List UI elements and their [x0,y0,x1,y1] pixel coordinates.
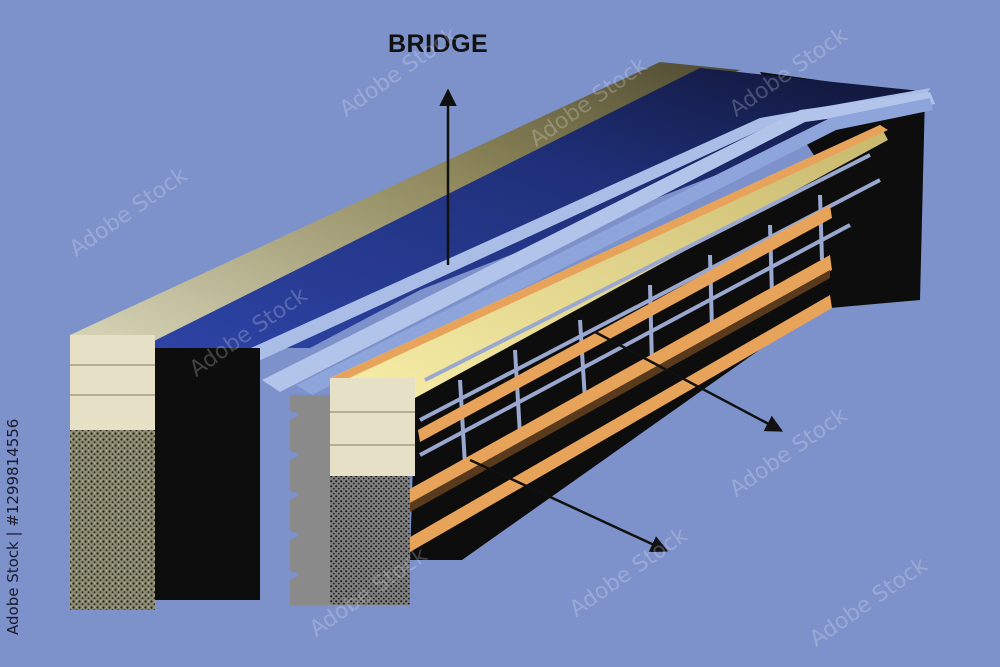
beam [405,295,832,552]
beam-shadow [408,270,830,512]
arrow-right-lower [469,458,669,553]
arrow-right-upper [594,330,784,432]
diagram-title: BRIDGE [388,30,489,58]
road-stripe [262,92,935,392]
deck-edge [330,125,888,384]
beam [408,255,832,504]
steel-grid [419,153,881,466]
left-abutment [70,335,260,610]
right-abutment [330,378,415,476]
beam [418,205,832,442]
center-pier [290,395,330,605]
stock-id-label: Adobe Stock | #1299814556 [4,418,22,635]
center-gravel [330,440,410,605]
